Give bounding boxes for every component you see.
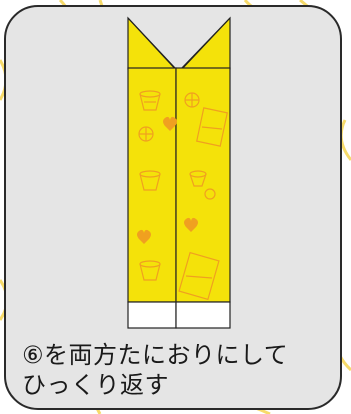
instruction-line-1: ⑥を両方たにおりにして xyxy=(22,341,289,369)
basketball-hoop-icon xyxy=(139,170,161,191)
heart-icon xyxy=(137,229,151,244)
basketball-court-icon xyxy=(178,251,220,301)
heart-icon xyxy=(163,116,177,131)
pattern-motifs xyxy=(137,90,228,301)
top-fold-flaps xyxy=(127,16,231,73)
white-bottom-strip xyxy=(127,301,231,329)
instruction-line-2: ひっくり返す xyxy=(22,371,169,399)
paper-body xyxy=(127,67,231,303)
folded-paper-illustration xyxy=(127,16,231,329)
basketball-icon xyxy=(204,188,216,200)
basketball-hoop-icon xyxy=(139,90,161,111)
basketball-court-icon xyxy=(196,107,228,147)
basketball-icon xyxy=(184,92,200,108)
instruction-text: ⑥を両方たにおりにして ひっくり返す xyxy=(22,340,340,400)
heart-icon xyxy=(184,217,198,232)
basketball-hoop-icon xyxy=(189,170,207,187)
basketball-icon xyxy=(138,126,154,142)
basketball-hoop-icon xyxy=(139,260,161,281)
